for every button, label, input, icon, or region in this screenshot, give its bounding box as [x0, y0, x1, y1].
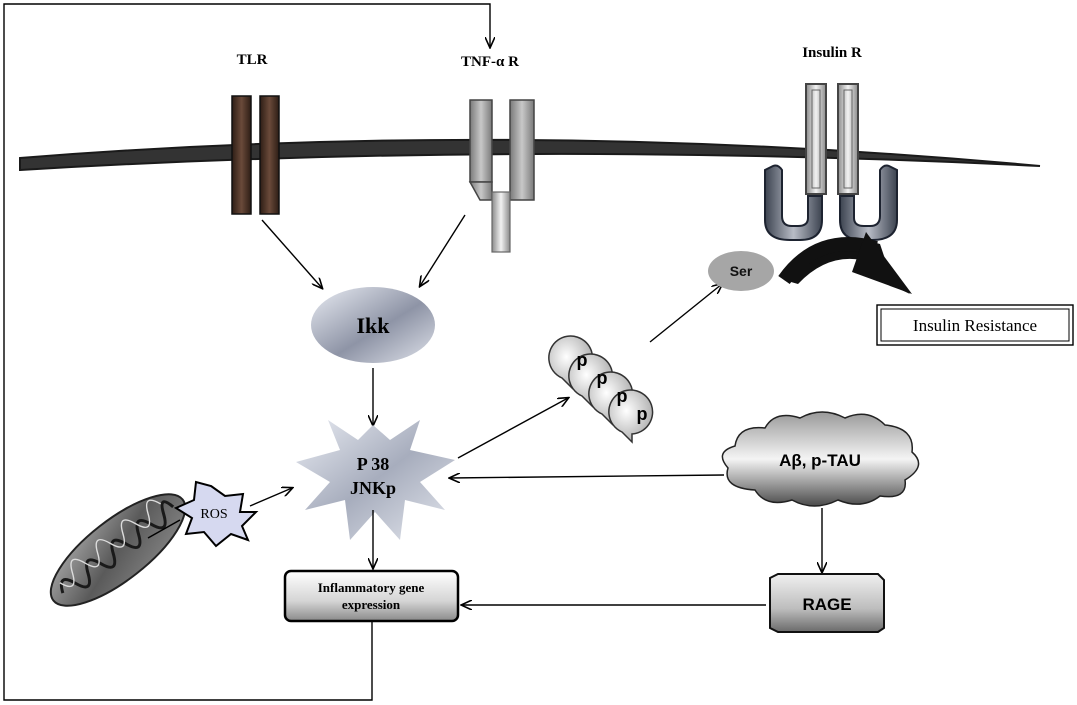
rage-label: RAGE	[802, 595, 851, 614]
ros-node	[173, 480, 259, 548]
arrow-abeta-to-p38	[450, 475, 725, 478]
ser-node	[708, 251, 774, 291]
insulin-receptor	[764, 83, 898, 241]
phospho-label-4: p	[637, 404, 648, 424]
insulin-receptor-label: Insulin R	[802, 45, 862, 61]
p38-label: P 38	[357, 454, 390, 474]
phospho-label-2: p	[597, 368, 608, 388]
ikk-label: Ikk	[356, 313, 390, 338]
inflammatory-label-line2: expression	[342, 597, 401, 612]
ikk-node	[311, 287, 435, 363]
phospho-stack: p p p p	[548, 335, 654, 444]
rage-node	[769, 573, 885, 633]
tnf-receptor	[468, 99, 535, 253]
arrow-tnf-to-ikk	[420, 214, 466, 286]
insulin-resistance-label: Insulin Resistance	[913, 316, 1037, 335]
arrow-p38-to-phospho	[457, 398, 568, 459]
mitochondrion-icon	[49, 493, 187, 607]
tlr-receptor	[231, 95, 280, 215]
inflammatory-label-line1: Inflammatory gene	[318, 580, 425, 595]
phospho-label-3: p	[617, 386, 628, 406]
feedback-loop-line	[3, 3, 490, 701]
ros-label: ROS	[200, 507, 227, 522]
tnf-receptor-label: TNF-α R	[461, 54, 519, 70]
ser-label: Ser	[730, 263, 753, 279]
insulin-resistance-box	[876, 304, 1074, 346]
arrow-mito-to-ros	[147, 519, 181, 539]
inflammatory-gene-box	[283, 569, 460, 623]
arrow-phospho-to-ser	[649, 284, 722, 343]
phospho-label-1: p	[577, 350, 588, 370]
tlr-label: TLR	[237, 52, 268, 68]
jnkp-label: JNKp	[350, 478, 396, 498]
p38-jnkp-node	[296, 420, 455, 540]
arrow-ros-to-p38	[249, 488, 292, 507]
abeta-ptau-cloud	[721, 411, 920, 507]
arrow-tlr-to-ikk	[261, 219, 322, 288]
abeta-ptau-label: Aβ, p-TAU	[779, 451, 861, 470]
